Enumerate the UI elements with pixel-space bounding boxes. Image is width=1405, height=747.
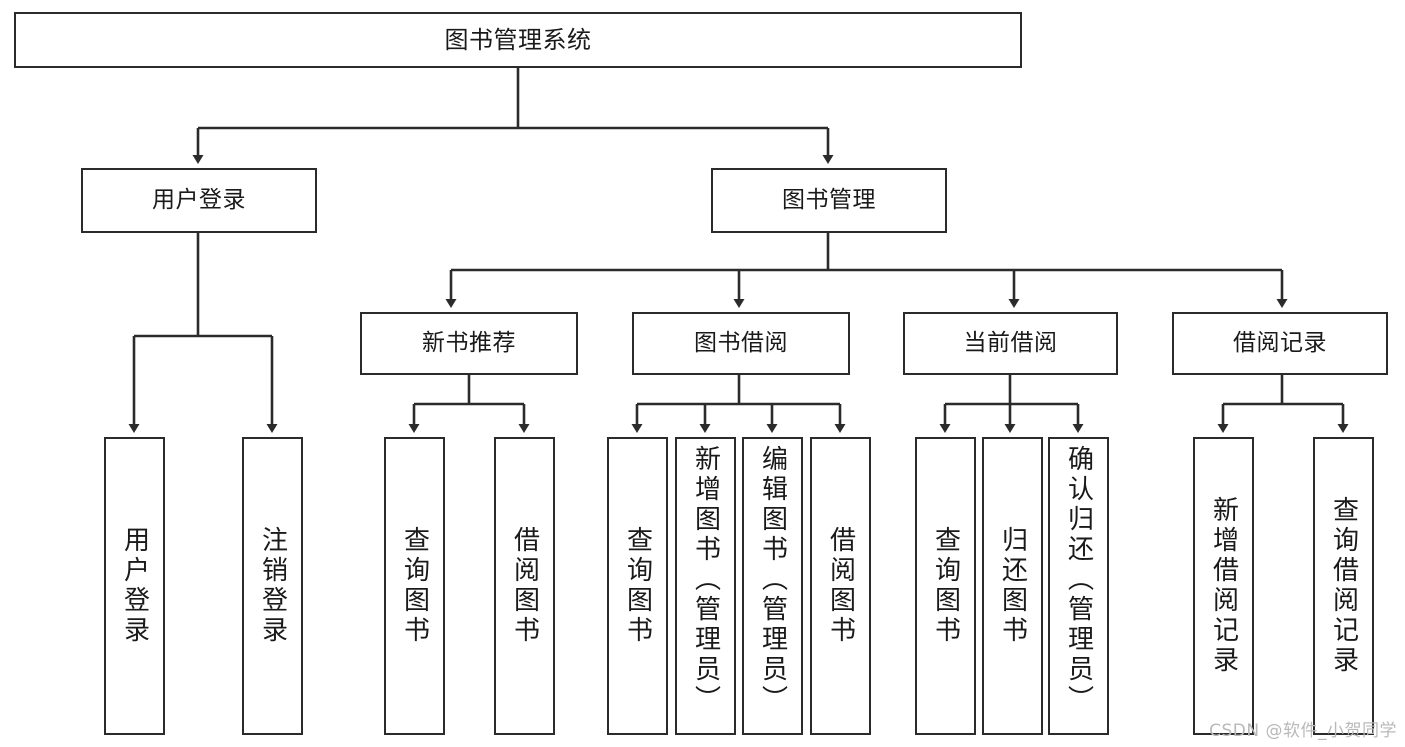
node-label: 注销登录 (257, 526, 288, 646)
node-current-borrow[interactable]: 当前借阅 (903, 312, 1118, 375)
node-leaf-query-record[interactable]: 查询借阅记录 (1313, 437, 1374, 735)
node-leaf-edit-book[interactable]: 编辑图书（管理员） (742, 437, 803, 735)
node-label: 借阅图书 (825, 526, 856, 646)
node-leaf-query-book-1[interactable]: 查询图书 (384, 437, 445, 735)
node-label: 用户登录 (152, 186, 246, 213)
node-leaf-query-book-3[interactable]: 查询图书 (915, 437, 976, 735)
node-label: 新书推荐 (422, 329, 516, 356)
node-label: 查询借阅记录 (1328, 496, 1359, 676)
node-leaf-query-book-2[interactable]: 查询图书 (607, 437, 668, 735)
node-leaf-add-record[interactable]: 新增借阅记录 (1193, 437, 1254, 735)
node-label: 新增图书（管理员） (690, 445, 721, 715)
node-book-borrow[interactable]: 图书借阅 (632, 312, 850, 375)
node-root-book-management-system[interactable]: 图书管理系统 (14, 12, 1022, 68)
node-leaf-borrow-book-2[interactable]: 借阅图书 (810, 437, 871, 735)
node-user-login[interactable]: 用户登录 (81, 168, 317, 233)
watermark: CSDN @软件_小贺同学 (1209, 721, 1397, 741)
node-book-manage[interactable]: 图书管理 (711, 168, 947, 233)
node-leaf-user-logout[interactable]: 注销登录 (242, 437, 303, 735)
node-label: 用户登录 (119, 526, 150, 646)
node-label: 图书管理系统 (444, 25, 592, 54)
node-label: 编辑图书（管理员） (757, 445, 788, 715)
node-label: 新增借阅记录 (1208, 496, 1239, 676)
node-new-book-recommend[interactable]: 新书推荐 (360, 312, 578, 375)
node-label: 图书借阅 (694, 329, 788, 356)
node-leaf-return-book[interactable]: 归还图书 (982, 437, 1043, 735)
node-leaf-borrow-book-1[interactable]: 借阅图书 (494, 437, 555, 735)
node-label: 借阅图书 (509, 526, 540, 646)
node-label: 查询图书 (622, 526, 653, 646)
node-label: 当前借阅 (963, 329, 1058, 356)
node-label: 确认归还（管理员） (1063, 445, 1094, 715)
node-label: 归还图书 (997, 526, 1028, 646)
node-leaf-user-login[interactable]: 用户登录 (104, 437, 165, 735)
node-leaf-add-book[interactable]: 新增图书（管理员） (675, 437, 736, 735)
node-label: 查询图书 (399, 526, 430, 646)
node-label: 图书管理 (782, 186, 876, 213)
node-leaf-confirm-return[interactable]: 确认归还（管理员） (1048, 437, 1109, 735)
node-borrow-record[interactable]: 借阅记录 (1172, 312, 1388, 375)
node-label: 查询图书 (930, 526, 961, 646)
node-label: 借阅记录 (1233, 329, 1327, 356)
